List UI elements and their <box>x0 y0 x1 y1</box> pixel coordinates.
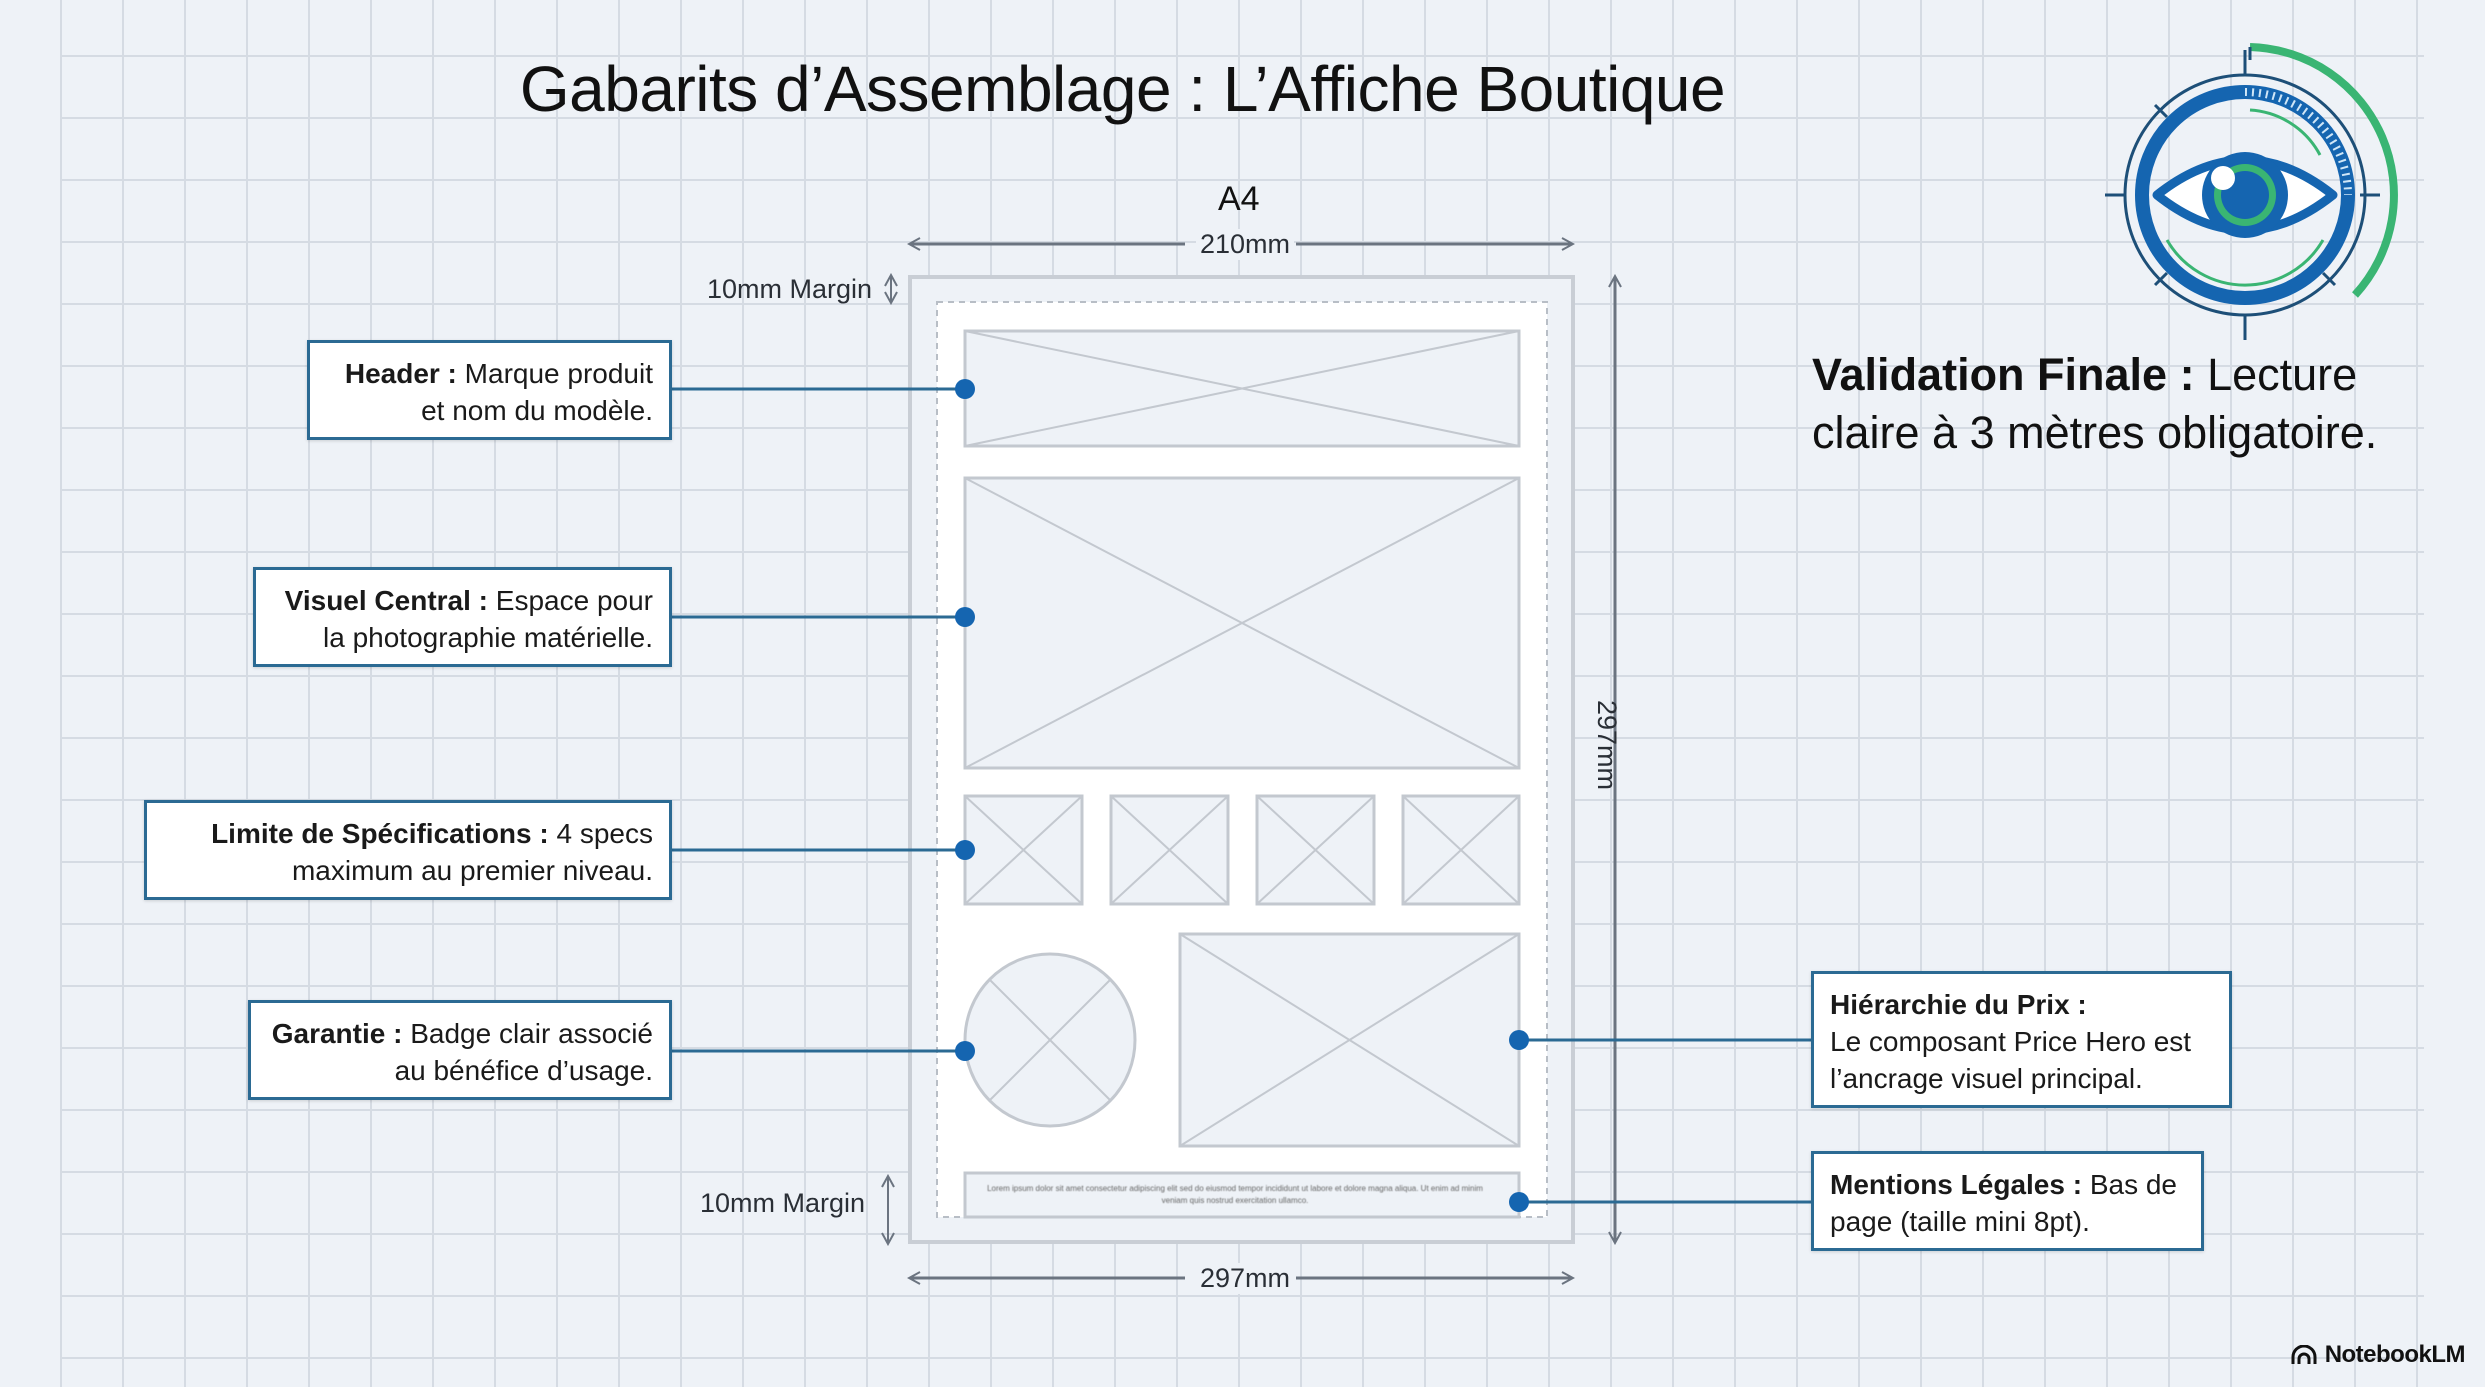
header-placeholder <box>963 329 1521 448</box>
callout-specs: Limite de Spécifications : 4 specs maxim… <box>144 800 672 900</box>
callout-visual: Visuel Central : Espace pour la photogra… <box>253 567 672 667</box>
bottom-margin-label: 10mm Margin <box>700 1188 866 1218</box>
legal-placeholder-text: Lorem ipsum dolor sit amet consectetur a… <box>987 1184 1483 1205</box>
callout-legal-text: Bas de page (taille mini 8pt). <box>1830 1169 2177 1237</box>
eye-target-icon <box>2105 43 2398 340</box>
leader-specs <box>670 840 975 860</box>
callout-price-title: Hiérarchie du Prix : <box>1830 989 2087 1020</box>
spec-placeholder <box>1109 794 1230 906</box>
price-hero-placeholder <box>1178 932 1521 1148</box>
bottom-width-label: 297mm <box>1196 1263 1295 1294</box>
callout-header-text: Marque produit et nom du modèle. <box>421 358 653 426</box>
callout-specs-title: Limite de Spécifications : <box>211 818 549 849</box>
page-title: Gabarits d’Assemblage : L’Affiche Boutiq… <box>519 53 1726 125</box>
notebooklm-logo-icon <box>2291 1345 2317 1364</box>
validation-note: Validation Finale : Lecture claire à 3 m… <box>1812 346 2432 462</box>
callout-legal-title: Mentions Légales : <box>1830 1169 2083 1200</box>
top-margin-label: 10mm Margin <box>707 274 873 304</box>
spec-placeholder <box>963 794 1084 906</box>
spec-placeholder <box>1255 794 1376 906</box>
callout-specs-text: 4 specs maximum au premier niveau. <box>291 818 653 886</box>
callout-visual-title: Visuel Central : <box>284 585 488 616</box>
callout-header: Header : Marque produit et nom du modèle… <box>307 340 672 440</box>
callout-legal: Mentions Légales : Bas de page (taille m… <box>1811 1151 2204 1251</box>
validation-text: Lecture claire à 3 mètres obligatoire. <box>1812 349 2378 458</box>
callout-price: Hiérarchie du Prix : Le composant Price H… <box>1811 971 2232 1108</box>
brand-label: NotebookLM <box>2324 1341 2466 1368</box>
width-label: 210mm <box>1196 229 1295 260</box>
callout-visual-text: Espace pour la photographie matérielle. <box>323 585 653 653</box>
legal-footer-placeholder <box>963 1171 1521 1219</box>
leader-legal <box>1509 1192 1813 1212</box>
validation-title: Validation Finale : <box>1812 349 2195 400</box>
height-label: 297mm <box>1592 700 1622 791</box>
leader-visual <box>670 607 975 627</box>
notebooklm-brand: NotebookLM <box>2291 1341 2466 1369</box>
visual-placeholder <box>963 476 1521 770</box>
callout-warranty-title: Garantie : <box>271 1018 403 1049</box>
callout-header-title: Header : <box>344 358 457 389</box>
leader-price <box>1509 1030 1813 1050</box>
spec-placeholder <box>1401 794 1521 906</box>
callout-warranty-text: Badge clair associé au bénéfice d’usage. <box>394 1018 653 1086</box>
warranty-badge-placeholder <box>963 952 1137 1128</box>
leader-header <box>670 379 975 399</box>
leader-warranty <box>670 1041 975 1061</box>
page-format-label: A4 <box>1218 180 1260 218</box>
callout-price-text: Le composant Price Hero est l’ancrage vi… <box>1830 1026 2192 1094</box>
callout-warranty: Garantie : Badge clair associé au bénéfi… <box>248 1000 672 1100</box>
